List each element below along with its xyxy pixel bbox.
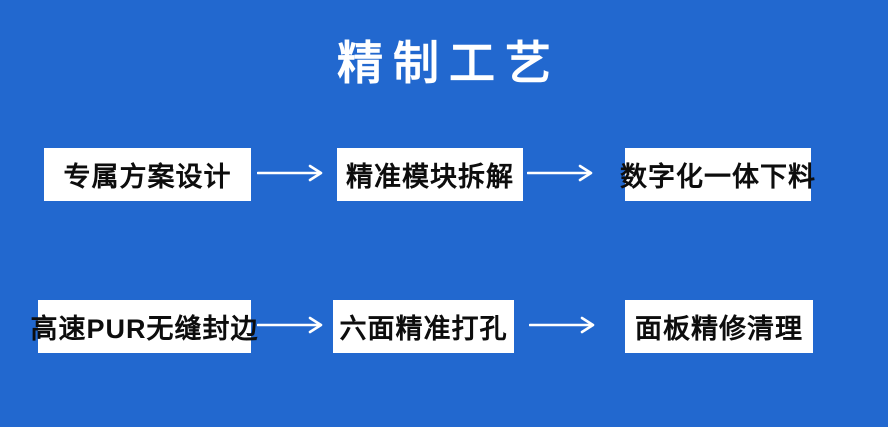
right-arrow-icon	[257, 316, 325, 334]
right-arrow-icon	[257, 164, 325, 182]
page-title: 精制工艺	[337, 37, 561, 89]
flow-step-high-speed-pur-seamless-edge-banding: 高速PUR无缝封边	[31, 300, 258, 353]
flow-step-panel-fine-trim-cleaning: 面板精修清理	[625, 300, 813, 353]
flow-step-precise-module-disassembly: 精准模块拆解	[337, 148, 523, 201]
flow-step-exclusive-plan-design: 专属方案设计	[44, 148, 251, 201]
right-arrow-icon	[527, 164, 595, 182]
flow-step-six-sided-precise-drilling: 六面精准打孔	[333, 300, 514, 353]
right-arrow-icon	[529, 316, 597, 334]
flow-step-digital-integrated-cutting: 数字化一体下料	[620, 148, 815, 201]
